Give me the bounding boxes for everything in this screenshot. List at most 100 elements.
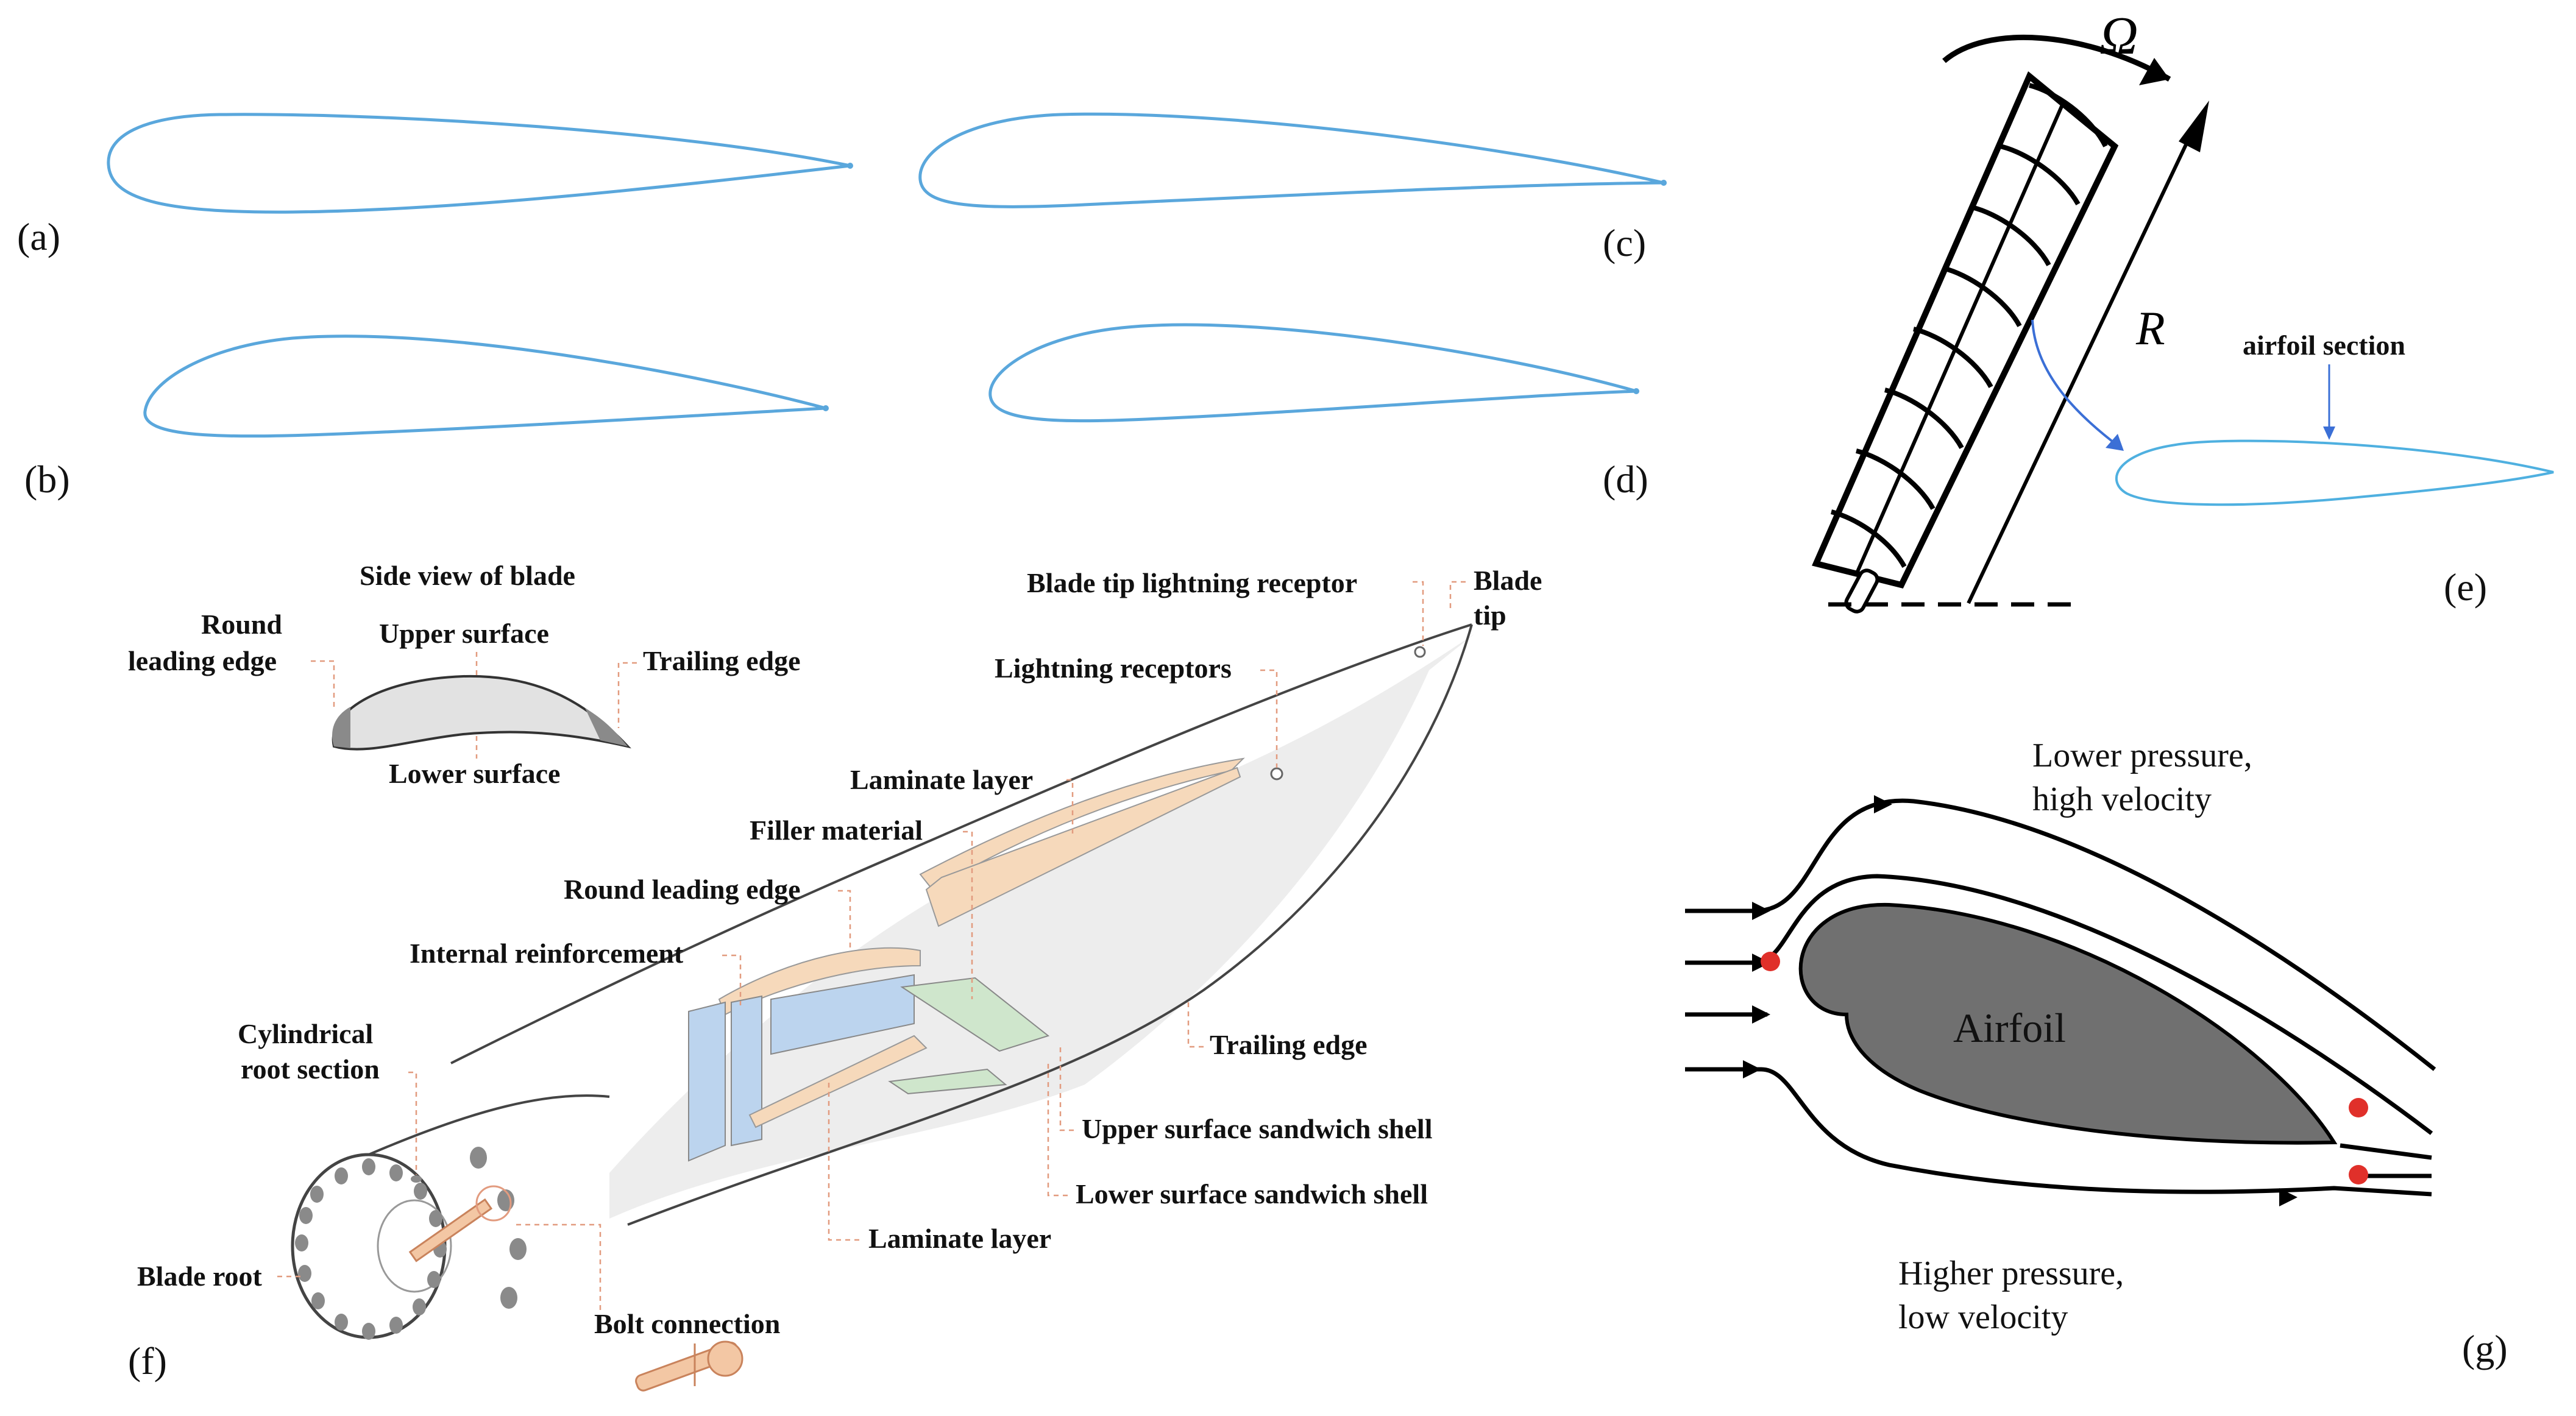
blade-root-label: Blade root (137, 1261, 263, 1292)
streamline-4 (1685, 1067, 2432, 1197)
leader-tip-receptor (1413, 581, 1424, 646)
panel-label-g: (g) (2462, 1327, 2508, 1370)
streamline-2 (1685, 874, 2433, 1135)
airfoil-body-label: Airfoil (1953, 1005, 2066, 1051)
airfoil-a-outline (107, 113, 851, 214)
leader-upper-sandwich (1059, 1045, 1074, 1131)
upper-sandwich-label: Upper surface sandwich shell (1082, 1113, 1432, 1144)
leader-trailing-edge (1187, 999, 1204, 1048)
flow-arrowheads (1743, 795, 2297, 1206)
internal-reinforcement-web-2 (731, 995, 762, 1147)
stagnation-point-trailing-upper (2349, 1098, 2368, 1117)
side-view-leading-edge-shade (332, 707, 350, 748)
airfoil-d-outline (988, 323, 1637, 423)
rotation-arrowhead (2139, 58, 2170, 85)
higher-pressure-label-1: Higher pressure, (1898, 1255, 2124, 1292)
leader-bolt-connection (512, 1223, 601, 1310)
airflow-diagram: Airfoil Lower pressure, high velocity Hi… (1685, 737, 2436, 1336)
stagnation-point-front (1761, 952, 1780, 971)
radius-line (1967, 127, 2196, 604)
bolt-connection-label: Bolt connection (594, 1308, 780, 1339)
side-view-profile (332, 674, 631, 751)
radius-arrowhead (2179, 101, 2209, 152)
leader-laminate-top (1066, 779, 1074, 835)
radius-symbol: R (2135, 302, 2165, 355)
lower-pressure-label-2: high velocity (2032, 781, 2212, 818)
root-bolt-holes (295, 1147, 527, 1340)
blade-ribs (1831, 83, 2108, 568)
root-section-marker (411, 1175, 422, 1183)
stagnation-point-trailing-lower (2349, 1165, 2368, 1184)
internal-reinforcement-panel (770, 974, 915, 1055)
blade-body (1812, 71, 2119, 589)
leader-internal-reinforcement (722, 954, 742, 1005)
lower-sandwich-label: Lower surface sandwich shell (1076, 1178, 1428, 1209)
leader-filler-material (963, 830, 973, 999)
internal-reinforcement-label: Internal reinforcement (410, 938, 684, 969)
panel-label-b: (b) (24, 458, 70, 501)
round-leading-edge-label: Round leading edge (564, 874, 801, 905)
filler-material-panel (900, 977, 1050, 1052)
side-trailing-edge-label: Trailing edge (643, 645, 801, 676)
blade-tip-receptor-dot (1414, 646, 1426, 658)
section-pointer-head (2106, 434, 2124, 451)
internal-reinforcement-web-1 (688, 1001, 726, 1162)
side-view-title: Side view of blade (360, 560, 575, 591)
airfoil-profiles (107, 112, 1667, 438)
rotation-arrow (1942, 34, 2171, 82)
blade-root-inner-ring (377, 1199, 452, 1293)
airfoil-section-label: airfoil section (2243, 330, 2405, 361)
rotor-blade-diagram: Ω R airfoil section (1812, 7, 2554, 614)
blade-cutaway-diagram: Side view of blade Round leading edge Up… (128, 560, 1542, 1392)
leader-side-trailing (617, 662, 637, 728)
airfoil-section-outline (2115, 439, 2554, 506)
panel-label-d: (d) (1603, 458, 1648, 501)
filler-material-label: Filler material (750, 815, 923, 846)
side-upper-surface-label: Upper surface (379, 618, 549, 649)
airfoil-b-tip-dot (823, 405, 829, 411)
blade-tip-label-1: Blade (1474, 565, 1542, 596)
panel-label-a: (a) (17, 215, 60, 258)
blade-tip-label-2: tip (1474, 600, 1506, 631)
tip-lightning-receptor-label: Blade tip lightning receptor (1027, 567, 1357, 598)
root-section-top (368, 1094, 610, 1156)
airfoil-c-outline (918, 112, 1664, 208)
streamline-1 (1685, 798, 2436, 1071)
filler-material-lower (888, 1068, 1007, 1095)
panel-label-f: (f) (128, 1339, 167, 1382)
streamline-wake-1 (2340, 1143, 2432, 1160)
section-pointer-arrow (2031, 319, 2122, 449)
leader-side-round (311, 660, 335, 707)
higher-pressure-label-2: low velocity (1898, 1298, 2068, 1336)
airfoil-section-leader-head (2323, 427, 2335, 440)
airfoil-c-tip-dot (1661, 180, 1667, 186)
airfoil-body (1798, 902, 2338, 1145)
blade-lower-shadow (609, 634, 1475, 1219)
side-round-label-2: leading edge (128, 645, 277, 676)
omega-symbol: Ω (2099, 7, 2138, 66)
panel-label-c: (c) (1603, 221, 1646, 264)
trailing-edge-label: Trailing edge (1210, 1029, 1368, 1060)
root-bolt-pin (408, 1185, 512, 1262)
blade-upper-edge (450, 623, 1472, 1064)
leader-cylindrical-root (408, 1071, 417, 1175)
airfoil-b-outline (143, 335, 826, 438)
airfoil-d-tip-dot (1633, 388, 1639, 394)
lightning-receptor-dot (1270, 767, 1283, 781)
cylindrical-root-label-1: Cylindrical (238, 1018, 373, 1049)
laminate-layer-top-panel (925, 766, 1241, 927)
cylindrical-root-label-2: root section (241, 1053, 380, 1085)
bolt-detail (635, 1340, 743, 1392)
leader-laminate-bottom (828, 1078, 859, 1241)
lower-pressure-label-1: Lower pressure, (2032, 737, 2252, 774)
laminate-layer-bottom-panel (748, 1035, 928, 1128)
airfoil-a-tip-dot (847, 163, 853, 169)
panel-label-e: (e) (2444, 565, 2487, 609)
side-view-trailing-edge-shade (585, 708, 628, 746)
leader-lower-sandwich (1047, 1060, 1068, 1197)
laminate-layer-bottom-label: Laminate layer (868, 1223, 1051, 1254)
blade-spar-line (1854, 102, 2065, 577)
leader-round-leading-edge (838, 890, 851, 950)
side-lower-surface-label: Lower surface (389, 758, 560, 789)
